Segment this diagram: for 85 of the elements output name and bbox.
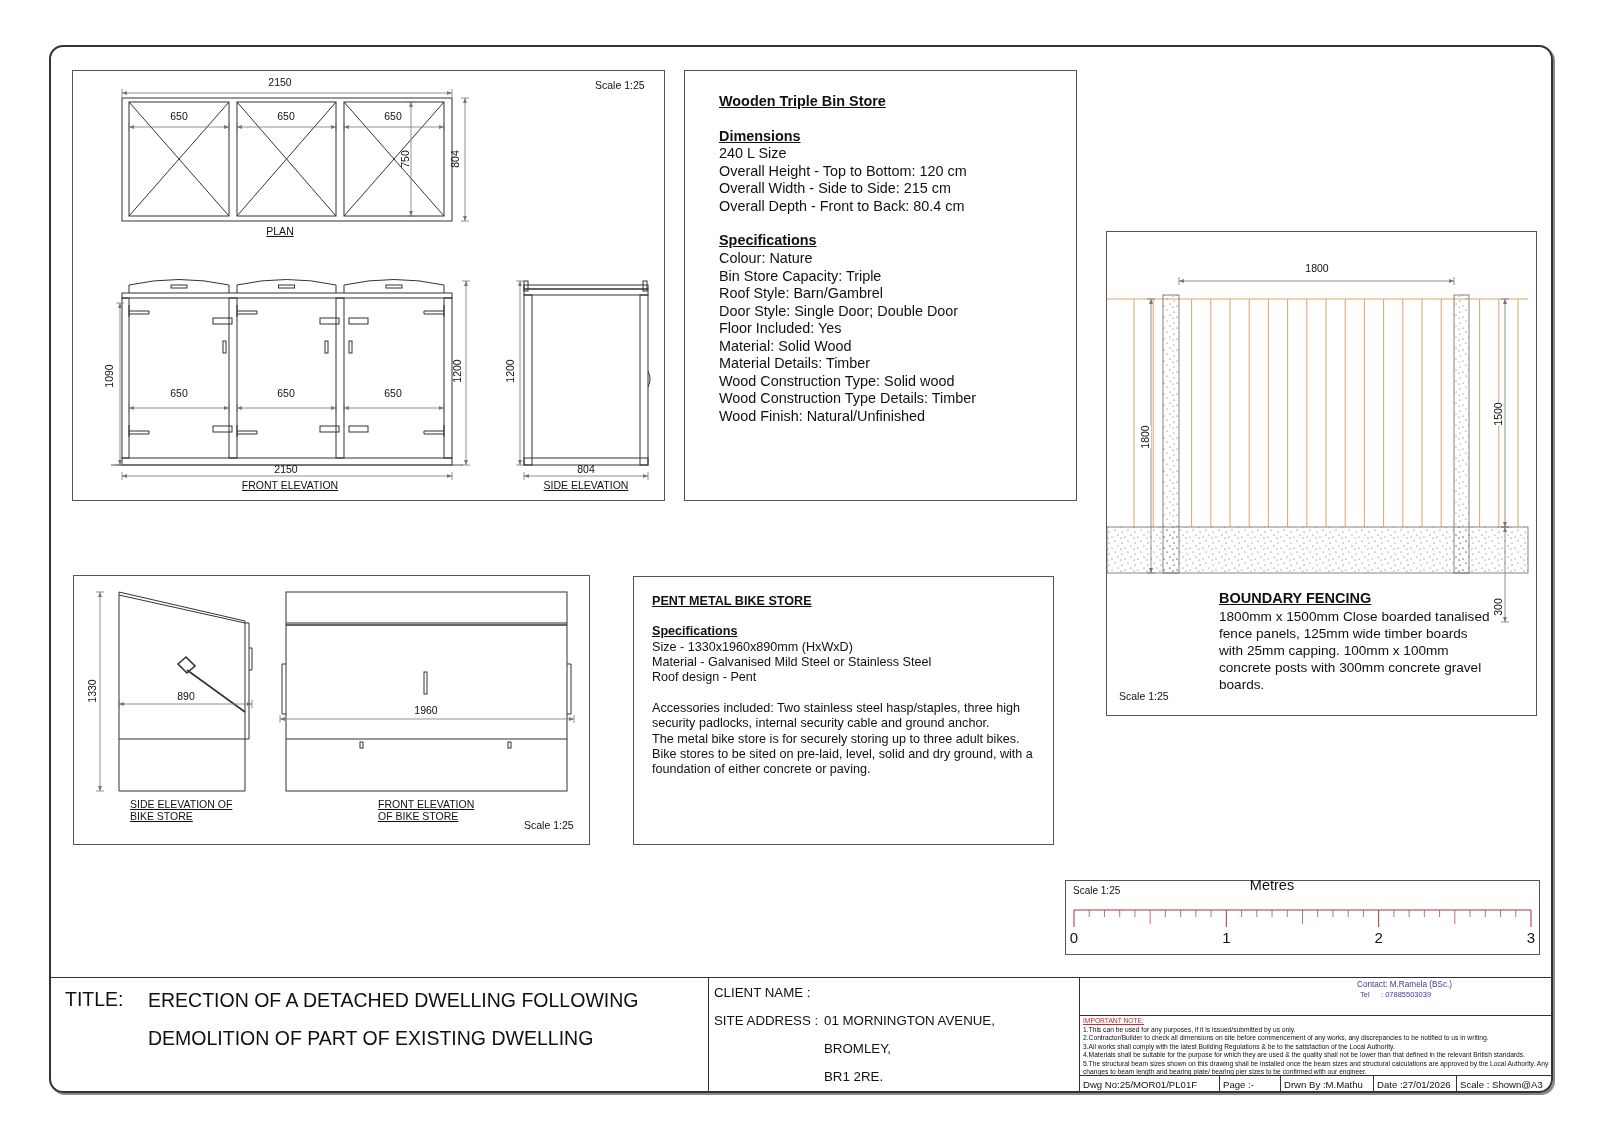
spec-line: Wood Finish: Natural/Unfinished [719,408,926,426]
address-line: 01 MORNINGTON AVENUE, [824,1013,995,1029]
scale-number: 3 [1526,929,1536,947]
dimension-label: 750 [398,150,412,168]
dimension-label: 1090 [102,364,116,388]
dimension-label: 650 [277,109,295,123]
spec-line: Overall Depth - Front to Back: 80.4 cm [719,197,965,216]
view-title: FRONT ELEVATION [241,478,339,492]
spec-line: 240 L Size [719,145,787,163]
dimension-label: 650 [170,109,188,123]
view-title: SIDE ELEVATION [543,478,629,492]
dimension-label: 1330 [85,679,99,703]
drawing-panel [1106,231,1537,716]
heading: Wooden Triple Bin Store [719,93,886,111]
contact-name: Contact: M.Ramela (BSc.) [1357,980,1453,990]
spec-line: Wood Construction Type: Solid wood [719,372,955,391]
info-cell [1281,1075,1374,1093]
contact-cell [1080,977,1553,1016]
dimension-label: 890 [177,689,195,703]
spec-panel [633,576,1054,845]
dimension-label: 1200 [503,359,517,383]
cell-text: Scale : Shown@A3 [1460,1079,1543,1091]
spec-line: Material Details: Timber [719,355,871,373]
scale-note: Scale 1:25 [524,819,574,832]
dimension-label: 300 [1491,598,1505,616]
address-line: BR1 2RE. [824,1069,884,1085]
spec-line: Wood Construction Type Details: Timber [719,390,976,408]
heading: Specifications [652,624,738,640]
heading: BOUNDARY FENCING [1219,590,1372,607]
spec-line: Floor Included: Yes [719,320,842,338]
dimension-label: 804 [577,462,595,476]
spec-panel [684,70,1077,501]
dimension-label: 1500 [1491,402,1505,426]
spec-line: Door Style: Single Door; Double Door [719,302,959,321]
scale-note: Scale 1:25 [1073,885,1121,897]
drawing-panel [73,575,590,845]
scale-note: Scale 1:25 [595,79,645,92]
spec-line: Material: Solid Wood [719,337,852,356]
dimension-label: 650 [384,109,402,123]
title-text: ERECTION OF A DETACHED DWELLING FOLLOWING DEMOLITION OF PART OF EXISTING DWELLING [148,988,640,1051]
cell-text: Date :27/01/2026 [1377,1079,1451,1091]
dimension-label: 1200 [450,359,464,383]
cell-text: Drwn By :M.Mathu [1284,1079,1363,1091]
spec-line: Size - 1330x1960x890mm (HxWxD) [652,639,853,656]
dimension-label: 1960 [414,703,438,717]
info-cell [1374,1075,1457,1093]
scale-number: 0 [1069,929,1079,947]
heading: Specifications [719,232,817,250]
cell-text: Page :- [1223,1079,1254,1091]
drawing-panel [72,70,665,501]
heading: Dimensions [719,127,801,146]
dimension-label: 2150 [268,75,292,89]
spec-line: Roof Style: Barn/Gambrel [719,285,883,303]
dimension-label: 804 [448,150,462,168]
scale-title: Metres [1249,876,1295,894]
view-title: PLAN [266,224,294,238]
heading: PENT METAL BIKE STORE [652,594,812,610]
dimension-label: 1800 [1305,261,1329,275]
spec-line: Material - Galvanised Mild Steel or Stainless Steel [652,655,932,671]
spec-line: Overall Width - Side to Side: 215 cm [719,180,951,198]
scale-bar-panel [1065,880,1540,955]
dimension-label: 650 [384,386,402,400]
scale-number: 2 [1374,929,1383,947]
scale-number: 1 [1222,929,1231,947]
view-title: SIDE ELEVATION OF BIKE STORE [130,798,234,823]
title-label: TITLE: [65,988,124,1011]
dimension-label: 650 [170,386,188,400]
paragraph: 1800mm x 1500mm Close boarded tanalised fence panels, 125mm wide timber boards with 25mm capping. 100mm x 100mm concrete posts with 300mm concrete gravel boards. [1219,609,1491,694]
field-label: CLIENT NAME : [714,985,811,1001]
spec-line: Bin Store Capacity: Triple [719,267,882,286]
address-line: BROMLEY, [824,1041,891,1057]
view-title: FRONT ELEVATION OF BIKE STORE [378,798,476,823]
info-cell [1080,1075,1220,1093]
dimension-label: 2150 [274,462,298,476]
scale-note: Scale 1:25 [1119,690,1169,703]
field-label: SITE ADDRESS : [714,1013,819,1029]
spec-line: The metal bike store is for securely storing up to three adult bikes. Bike stores to be sited on pre-laid, level, solid and dry ground, with a foundation of either concrete or paving. [652,731,1034,778]
spec-line: Colour: Nature [719,249,813,268]
spec-line: Roof design - Pent [652,670,757,686]
spec-line: Overall Height - Top to Bottom: 120 cm [719,162,967,181]
info-cell [1220,1075,1281,1093]
dimension-label: 650 [277,386,295,400]
cell-text: Dwg No:25/MOR01/PL01F [1083,1079,1198,1091]
dimension-label: 1800 [1138,425,1152,449]
spec-line: Accessories included: Two stainless steel hasp/staples, three high security padlocks, internal security cable and ground anchor. [652,700,1021,732]
